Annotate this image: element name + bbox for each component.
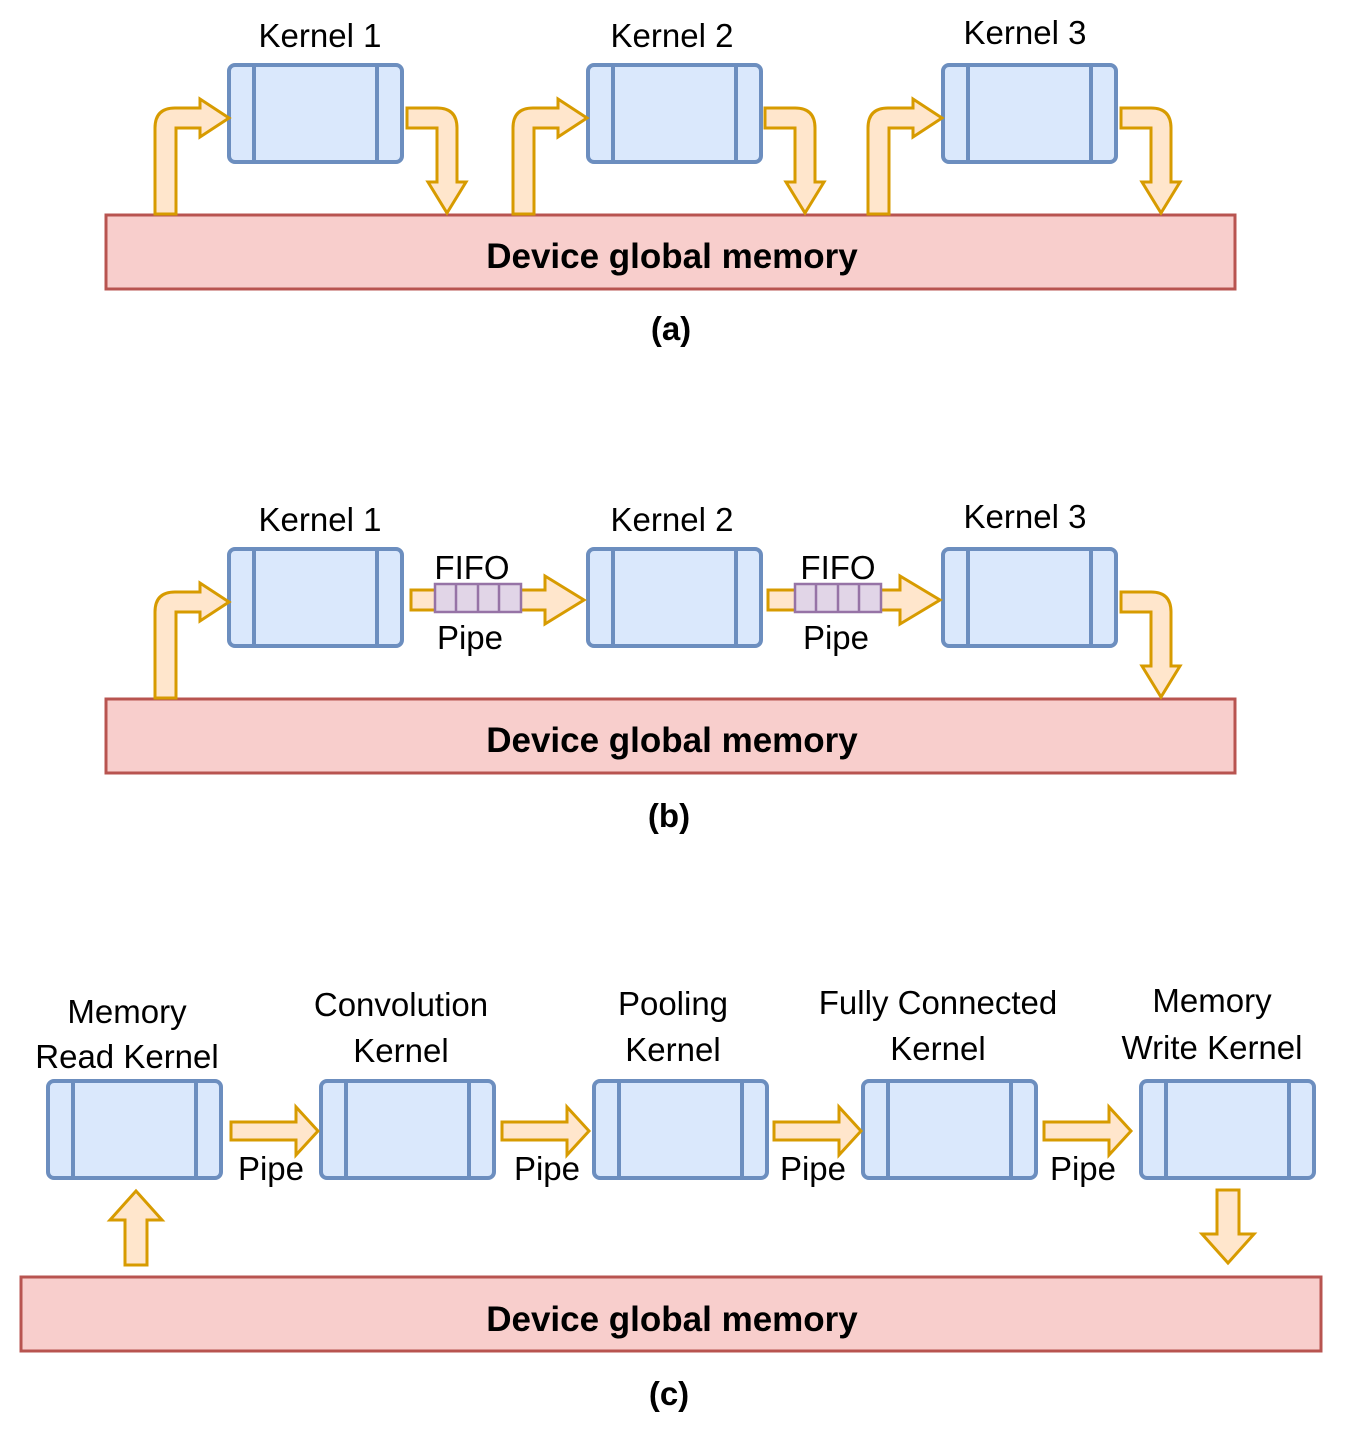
read-arrow-k1-a: [153, 96, 232, 216]
convolution-kernel-label-line1: Convolution: [314, 986, 488, 1023]
memory-label-b: Device global memory: [486, 721, 858, 760]
pipe-arrow-3-c: [772, 1103, 864, 1159]
write-arrow-k3-a: [1119, 106, 1183, 216]
caption-a: (a): [651, 310, 691, 347]
pipe-label-2-b: Pipe: [803, 619, 869, 656]
pipe-label-1-c: Pipe: [238, 1150, 304, 1187]
kernel-1-box-b: [227, 547, 404, 648]
kernel-1-label-a: Kernel 1: [259, 17, 382, 54]
kernel-2-label-a: Kernel 2: [611, 17, 734, 54]
pooling-kernel-label-line2: Kernel: [625, 1031, 720, 1068]
read-arrow-up-c: [106, 1188, 166, 1267]
kernel-3-box-b: [941, 547, 1118, 648]
kernel-3-box-a: [941, 63, 1118, 164]
memory-write-kernel-box: [1139, 1079, 1316, 1180]
device-global-memory-b: [104, 697, 1237, 775]
kernel-1-label-b: Kernel 1: [259, 501, 382, 538]
kernel-1-box-a: [227, 63, 404, 164]
kernel-2-box-b: [586, 547, 763, 648]
kernel-3-label-a: Kernel 3: [964, 14, 1087, 51]
convolution-kernel-label-line2: Kernel: [353, 1032, 448, 1069]
pipe-arrow-1-c: [229, 1103, 321, 1159]
fifo-buffer-2-b: [793, 582, 883, 614]
pipe-arrow-2-c: [500, 1103, 592, 1159]
fifo-label-2-b: FIFO: [800, 549, 875, 586]
read-arrow-k3-a: [866, 96, 945, 216]
fully-connected-kernel-label-line2: Kernel: [890, 1030, 985, 1067]
memory-write-kernel-label-line1: Memory: [1152, 982, 1272, 1019]
read-arrow-k1-b: [153, 580, 232, 700]
device-global-memory-a: [104, 213, 1237, 291]
fifo-label-1-b: FIFO: [434, 549, 509, 586]
pipe-label-2-c: Pipe: [514, 1150, 580, 1187]
pipe-label-4-c: Pipe: [1050, 1150, 1116, 1187]
fifo-buffer-1-b: [433, 582, 523, 614]
kernel-3-label-b: Kernel 3: [964, 498, 1087, 535]
caption-c: (c): [649, 1375, 689, 1412]
memory-label-a: Device global memory: [486, 237, 858, 276]
kernel-2-label-b: Kernel 2: [611, 501, 734, 538]
pooling-kernel-box: [592, 1079, 769, 1180]
read-arrow-k2-a: [511, 96, 590, 216]
fully-connected-kernel-label-line1: Fully Connected: [819, 984, 1057, 1021]
memory-label-c: Device global memory: [486, 1300, 858, 1339]
convolution-kernel-box: [319, 1079, 496, 1180]
memory-write-kernel-label-line2: Write Kernel: [1122, 1029, 1303, 1066]
device-global-memory-c: [19, 1275, 1323, 1353]
panel-b: Device global memory Kernel 1 Kernel 2 K…: [104, 498, 1237, 834]
panel-a: Device global memory Kernel 1 Kernel 2 K…: [104, 14, 1237, 347]
pipe-label-1-b: Pipe: [437, 619, 503, 656]
memory-read-kernel-label-line2: Read Kernel: [35, 1038, 218, 1075]
write-arrow-down-c: [1198, 1188, 1258, 1266]
pipe-label-3-c: Pipe: [780, 1150, 846, 1187]
pooling-kernel-label-line1: Pooling: [618, 985, 728, 1022]
panel-c: Device global memory Memory Read Kernel …: [19, 982, 1323, 1412]
write-arrow-k2-a: [763, 106, 827, 216]
fully-connected-kernel-box: [861, 1079, 1038, 1180]
kernel-2-box-a: [586, 63, 763, 164]
write-arrow-k3-b: [1119, 590, 1183, 700]
memory-read-kernel-label-line1: Memory: [67, 993, 187, 1030]
write-arrow-k1-a: [405, 106, 469, 216]
memory-read-kernel-box: [46, 1079, 223, 1180]
pipe-arrow-4-c: [1042, 1103, 1134, 1159]
caption-b: (b): [648, 797, 690, 834]
